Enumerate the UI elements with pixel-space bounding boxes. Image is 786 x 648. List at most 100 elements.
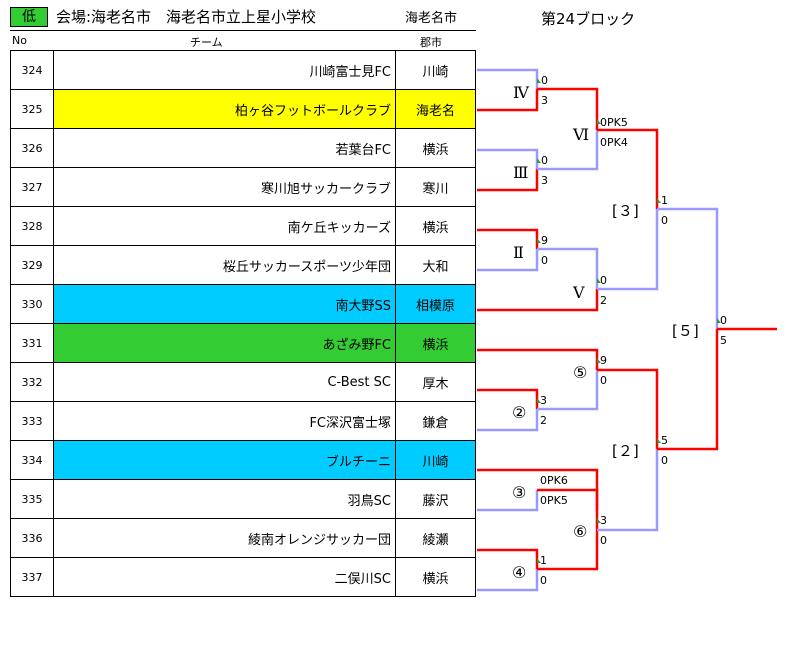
round-label-m4: Ⅳ [513, 83, 530, 102]
match-marker [537, 558, 541, 563]
header: 低 会場:海老名市 海老名市立上星小学校 海老名市 第24ブロック [0, 0, 786, 34]
team-city: 海老名 [395, 89, 476, 129]
line-328 [477, 228, 539, 249]
line-c2-out [537, 370, 599, 411]
venue-title: 会場:海老名市 海老名市立上星小学校 [56, 8, 317, 26]
column-header-team: チーム [190, 36, 223, 49]
round-label-c5: ⑤ [573, 363, 587, 382]
level-badge: 低 [10, 7, 48, 27]
team-name: 桜丘サッカースポーツ少年団 [53, 245, 396, 285]
score-top-c4: 1 [540, 554, 547, 567]
score-top-m4: 0 [541, 74, 548, 87]
team-name: ブルチーニ [53, 440, 396, 480]
line-c6-out [597, 449, 659, 532]
line-333 [477, 409, 539, 432]
team-city: 寒川 [395, 167, 476, 207]
line-b2-out [657, 329, 719, 451]
score-top-m2: 9 [541, 234, 548, 247]
team-number: 330 [10, 284, 54, 324]
score-top-c6: 3 [600, 514, 607, 527]
match-marker [537, 158, 541, 163]
line-330 [477, 289, 599, 312]
team-city: 横浜 [395, 206, 476, 246]
score-top-m5: 0 [600, 274, 607, 287]
team-name: C-Best SC [53, 362, 396, 402]
match-marker [717, 318, 721, 323]
block-title: 第24ブロック [541, 10, 636, 28]
team-city: 綾瀬 [395, 518, 476, 558]
team-number: 331 [10, 323, 54, 363]
team-name: 柏ヶ谷フットボールクラブ [53, 89, 396, 129]
round-label-m3: Ⅲ [513, 163, 528, 182]
team-name: 南大野SS [53, 284, 396, 324]
score-bottom-m3: 3 [541, 174, 548, 187]
team-city: 鎌倉 [395, 401, 476, 441]
round-label-m2: Ⅱ [513, 243, 524, 262]
score-top-final: 0 [720, 314, 727, 327]
round-label-c2: ② [512, 403, 526, 422]
score-bottom-m6: 0PK4 [600, 136, 628, 149]
score-top-m3: 0 [541, 154, 548, 167]
score-top-mb2: 5 [661, 434, 668, 447]
line-325 [477, 89, 539, 112]
score-top-mb3: 1 [661, 194, 668, 207]
team-name: 羽鳥SC [53, 479, 396, 519]
score-bottom-c5: 0 [600, 374, 607, 387]
round-label-m5: Ⅴ [572, 283, 585, 302]
line-c3-out [537, 488, 599, 510]
host-city: 海老名市 [405, 11, 458, 26]
match-marker [537, 78, 541, 83]
team-name: 二俣川SC [53, 557, 396, 597]
team-number: 324 [10, 50, 54, 90]
team-city: 川崎 [395, 440, 476, 480]
team-number: 326 [10, 128, 54, 168]
line-m3-out [537, 130, 599, 171]
column-header-city: 郡市 [420, 36, 442, 49]
score-bottom-c2: 2 [540, 414, 547, 427]
line-m2-out [537, 247, 599, 289]
team-city: 横浜 [395, 557, 476, 597]
team-city: 横浜 [395, 323, 476, 363]
score-bottom-final: 5 [720, 334, 727, 347]
team-name: 綾南オレンジサッカー団 [53, 518, 396, 558]
round-label-c3: ③ [512, 483, 526, 502]
score-top-c5: 9 [600, 354, 607, 367]
line-337 [477, 569, 539, 592]
score-bottom-m4: 3 [541, 94, 548, 107]
match-marker [597, 119, 601, 124]
match-marker [537, 238, 541, 243]
score-bottom-m2: 0 [541, 254, 548, 267]
team-number: 335 [10, 479, 54, 519]
line-m6-out [597, 128, 659, 209]
score-top-m6: 0PK5 [600, 116, 628, 129]
line-329 [477, 249, 539, 272]
team-city: 川崎 [395, 50, 476, 90]
team-name: あざみ野FC [53, 323, 396, 363]
team-city: 横浜 [395, 128, 476, 168]
team-number: 327 [10, 167, 54, 207]
match-marker [657, 198, 661, 203]
line-b3-out [657, 207, 719, 329]
score-bottom-mb2: 0 [661, 454, 668, 467]
line-331 [477, 348, 599, 370]
line-m4-out [537, 87, 599, 130]
line-332 [477, 388, 539, 409]
column-header-no: No [12, 34, 27, 47]
score-bottom-m5: 2 [600, 294, 607, 307]
match-marker [657, 438, 661, 443]
team-name: 寒川旭サッカークラブ [53, 167, 396, 207]
line-327 [477, 169, 539, 192]
score-bottom-c4: 0 [540, 574, 547, 587]
